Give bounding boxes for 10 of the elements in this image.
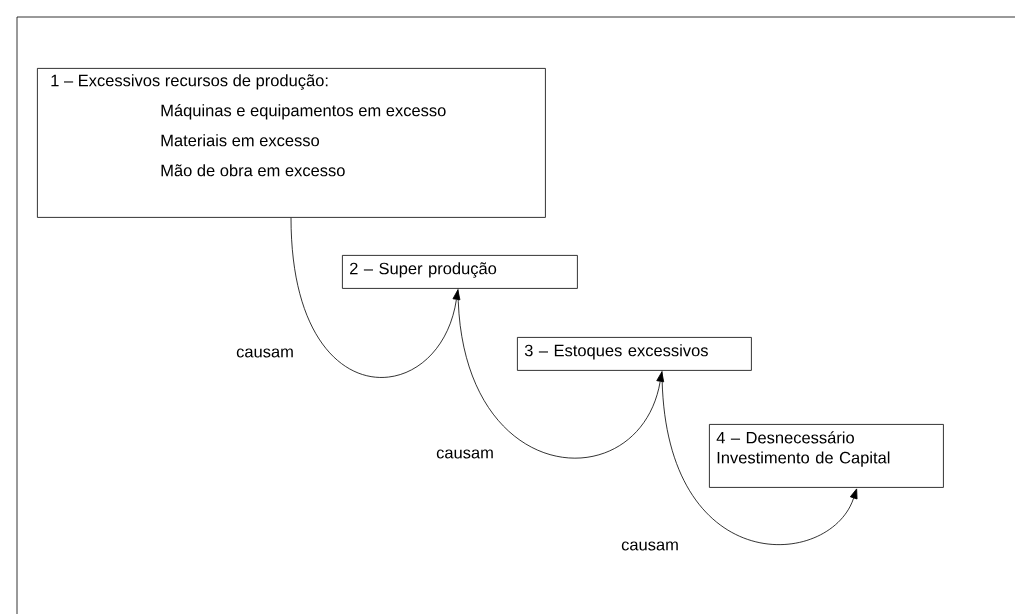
edge-label: causam bbox=[620, 540, 680, 552]
edge-label: causam bbox=[435, 448, 495, 460]
text-box: 2 – Super produção bbox=[342, 255, 578, 289]
arrow bbox=[290, 217, 461, 378]
text-box: 4 – Desnecessário Investimento de Capital bbox=[709, 424, 944, 488]
edge-label: causam bbox=[235, 347, 295, 359]
arrow bbox=[457, 288, 665, 459]
arrow bbox=[661, 370, 858, 545]
text-box: 1 – Excessivos recursos de produção: Máquinas e equipamentos em excesso Materiais em excesso Mão de obra em excesso bbox=[37, 68, 546, 218]
text-box: 3 – Estoques excessivos bbox=[517, 337, 752, 371]
